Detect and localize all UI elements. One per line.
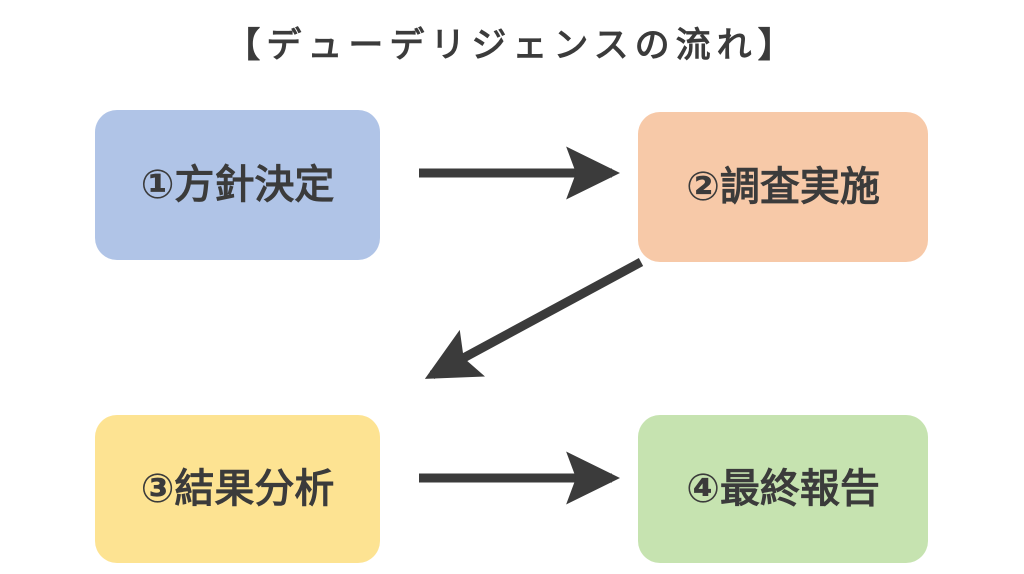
node-step-3[interactable]: ③結果分析	[95, 415, 380, 563]
arrow-step2-to-step3	[424, 258, 644, 379]
node-step-2[interactable]: ②調査実施	[638, 112, 928, 262]
node-step-2-label: ②調査実施	[686, 164, 880, 210]
node-step-3-label: ③結果分析	[140, 466, 335, 512]
page-title: 【デューデリジェンスの流れ】	[225, 26, 799, 66]
node-step-4[interactable]: ④最終報告	[638, 415, 928, 563]
node-step-1[interactable]: ①方針決定	[95, 110, 380, 260]
node-step-1-label: ①方針決定	[140, 162, 335, 208]
node-step-4-label: ④最終報告	[686, 466, 880, 512]
